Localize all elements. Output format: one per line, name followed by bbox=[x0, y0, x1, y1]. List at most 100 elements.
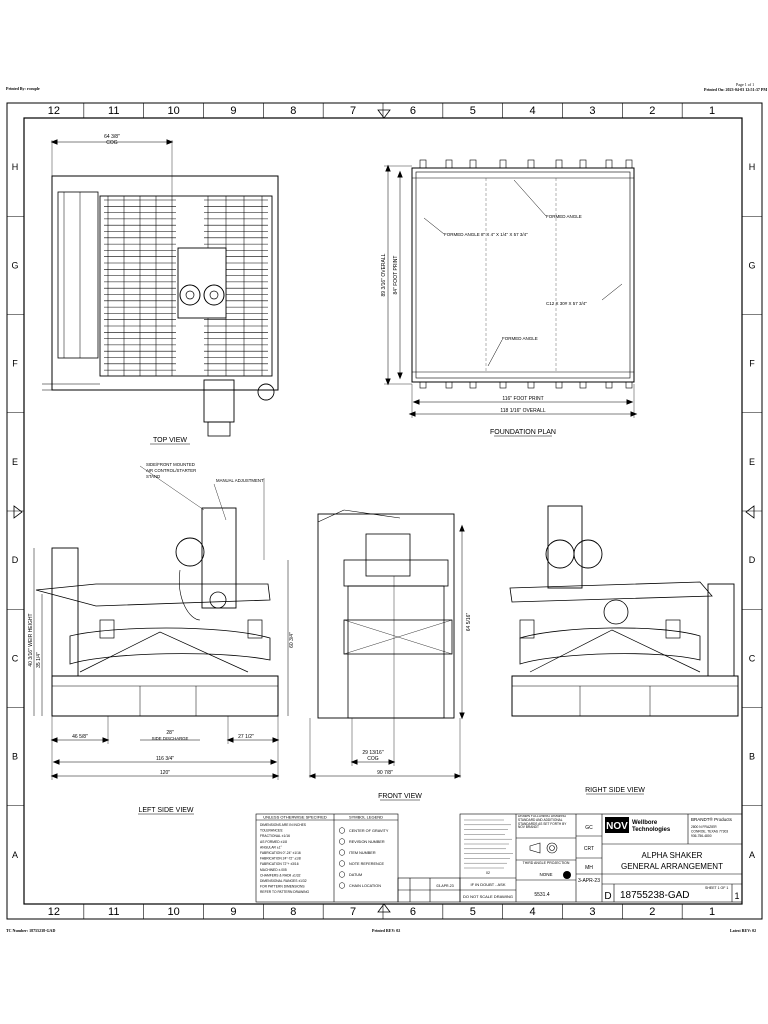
symbol-label: REVISION NUMBER bbox=[349, 840, 385, 844]
grid-col-label: 8 bbox=[290, 105, 296, 117]
latest-rev: Latest REV: 02 bbox=[730, 928, 757, 933]
dim-front-90: 90 7/8" bbox=[377, 770, 393, 776]
dim-left-vert-2: 35 1/4" bbox=[36, 652, 42, 668]
address-line: CONROE, TEXAS 77303 bbox=[691, 830, 728, 834]
front-view bbox=[308, 509, 465, 779]
callout-stand-2: AIR CONTROL/STARTER bbox=[146, 468, 196, 473]
foundation-plan bbox=[384, 159, 638, 418]
grid-col-label: 7 bbox=[350, 105, 356, 117]
dim-left-120: 120" bbox=[160, 770, 170, 776]
symbol-icon bbox=[338, 860, 346, 867]
do-not-scale: DO NOT SCALE DRAWING bbox=[463, 894, 513, 899]
grid-col-label: 1 bbox=[709, 906, 715, 918]
dim-foot-print-h: 84" FOOT PRINT bbox=[393, 256, 399, 295]
grid-row-label: C bbox=[12, 653, 19, 663]
dim-overall-h: 89 3/16" OVERALL bbox=[381, 253, 387, 296]
callout-formed-angle-8x4: FORMED ANGLE 8" X 4" X 1/4" X 57 3/4" bbox=[444, 232, 528, 237]
top-view bbox=[42, 139, 279, 437]
symbol-icon bbox=[338, 882, 346, 889]
unless-note-line: DIMENSIONS ARE IN INCHES bbox=[260, 823, 307, 827]
grid-col-label: 3 bbox=[589, 105, 595, 117]
top-cog-dim: 64 3/8" bbox=[104, 134, 120, 140]
svg-text:NOV: NOV bbox=[606, 821, 628, 832]
grid-row-label: B bbox=[12, 752, 18, 762]
dim-left-28: 28" bbox=[166, 730, 174, 736]
symbol-label: ITEM NUMBER bbox=[349, 851, 376, 855]
drawing-date: 3-APR-23 bbox=[578, 878, 600, 884]
grid-col-label: 6 bbox=[410, 906, 416, 918]
grid-row-label: A bbox=[12, 850, 18, 860]
grid-row-label: B bbox=[749, 752, 755, 762]
symbol-label: CHAIN LOCATION bbox=[349, 884, 381, 888]
symbol-label: DATUM bbox=[349, 873, 362, 877]
brandt-products: BRANDT® Products bbox=[691, 816, 733, 822]
dim-left-27: 27 1/2" bbox=[238, 734, 254, 740]
symbol-icon bbox=[338, 827, 346, 834]
dim-left-116: 116 3/4" bbox=[156, 756, 174, 762]
foundation-plan-title: FOUNDATION PLAN bbox=[490, 429, 556, 436]
dim-left-vert-1: 40 3/16" WEIR HEIGHT bbox=[28, 613, 34, 666]
grid-col-label: 4 bbox=[530, 105, 536, 117]
grid-row-label: H bbox=[749, 162, 756, 172]
title-block bbox=[459, 813, 743, 903]
nov-logo: NOV bbox=[605, 817, 629, 833]
unless-note-line: FABRICATION 72"+ ±3/16 bbox=[260, 862, 299, 866]
revision-number: 02 bbox=[486, 871, 490, 875]
weight-dot bbox=[563, 871, 571, 879]
unless-note-line: MACHINED ±.005 bbox=[260, 868, 287, 872]
left-side-view bbox=[33, 465, 289, 780]
grid-zone-markers bbox=[7, 103, 762, 919]
right-side-view bbox=[509, 505, 739, 717]
dim-foot-print-w: 116" FOOT PRINT bbox=[502, 396, 543, 402]
unless-note-line: AS FORMED ±1/8 bbox=[260, 840, 287, 844]
grid-row-label: D bbox=[749, 555, 756, 565]
callout-c12: C12 X 30# X 57 3/4" bbox=[546, 301, 587, 306]
grid-col-label: 11 bbox=[108, 105, 119, 117]
grid-col-label: 12 bbox=[48, 906, 60, 918]
right-side-view-title: RIGHT SIDE VIEW bbox=[585, 787, 645, 794]
grid-row-label: F bbox=[12, 359, 18, 369]
grid-row-label: H bbox=[12, 162, 19, 172]
unless-note-line: FRACTIONAL ±1/16 bbox=[260, 834, 290, 838]
grid-col-label: 3 bbox=[589, 906, 595, 918]
drawing-title-2: GENERAL ARRANGEMENT bbox=[621, 862, 723, 871]
if-in-doubt: IF IN DOUBT - ASK bbox=[470, 882, 505, 887]
unless-note-line: FABRICATION 0"-24" ±1/16 bbox=[260, 851, 301, 855]
grid-row-label: E bbox=[12, 457, 18, 467]
grid-col-label: 5 bbox=[470, 906, 476, 918]
grid-row-label: G bbox=[748, 260, 755, 270]
callout-stand-1: SIDE/FRONT MOUNTED bbox=[146, 462, 195, 467]
center-arrow-left bbox=[13, 505, 23, 519]
grid-row-label: E bbox=[749, 457, 755, 467]
checked-by: CRT bbox=[584, 846, 594, 852]
center-arrow-top bbox=[377, 109, 391, 119]
drawn-by: GC bbox=[585, 825, 593, 831]
front-view-title: FRONT VIEW bbox=[378, 793, 422, 800]
dim-front-cog-label: COG bbox=[367, 756, 379, 762]
tc-number: TC Number: 18755238-GAD bbox=[6, 928, 56, 933]
scale-value: NONE bbox=[539, 872, 552, 877]
callout-manual-adjustment: MANUAL ADJUSTMENT bbox=[216, 478, 264, 483]
grid-row-label: C bbox=[749, 653, 756, 663]
grid-row-label: A bbox=[749, 850, 755, 860]
grid-col-label: 9 bbox=[230, 105, 236, 117]
grid-col-label: 11 bbox=[108, 906, 119, 918]
grid-col-label: 8 bbox=[290, 906, 296, 918]
unless-note-line: TOLERANCES: bbox=[260, 829, 283, 833]
rev-date-cell: 03-APR-23 bbox=[436, 884, 453, 888]
company-line2: Technologies bbox=[632, 827, 671, 833]
dim-front-cog: 29 13/16" bbox=[362, 750, 383, 756]
grid-col-label: 9 bbox=[230, 906, 236, 918]
grid-col-label: 5 bbox=[470, 105, 476, 117]
approved-by: MH bbox=[585, 865, 593, 871]
dim-left-46: 46 5/8" bbox=[72, 734, 88, 740]
notes-block bbox=[255, 813, 461, 903]
unless-title: UNLESS OTHERWISE SPECIFIED bbox=[263, 815, 327, 820]
grid-col-label: 1 bbox=[709, 105, 715, 117]
dim-front-h: 64 5/16" bbox=[466, 613, 472, 632]
grid-col-label: 2 bbox=[649, 105, 655, 117]
printed-on: Printed On: 2023-04-03 12:51:37 PM bbox=[704, 87, 768, 92]
